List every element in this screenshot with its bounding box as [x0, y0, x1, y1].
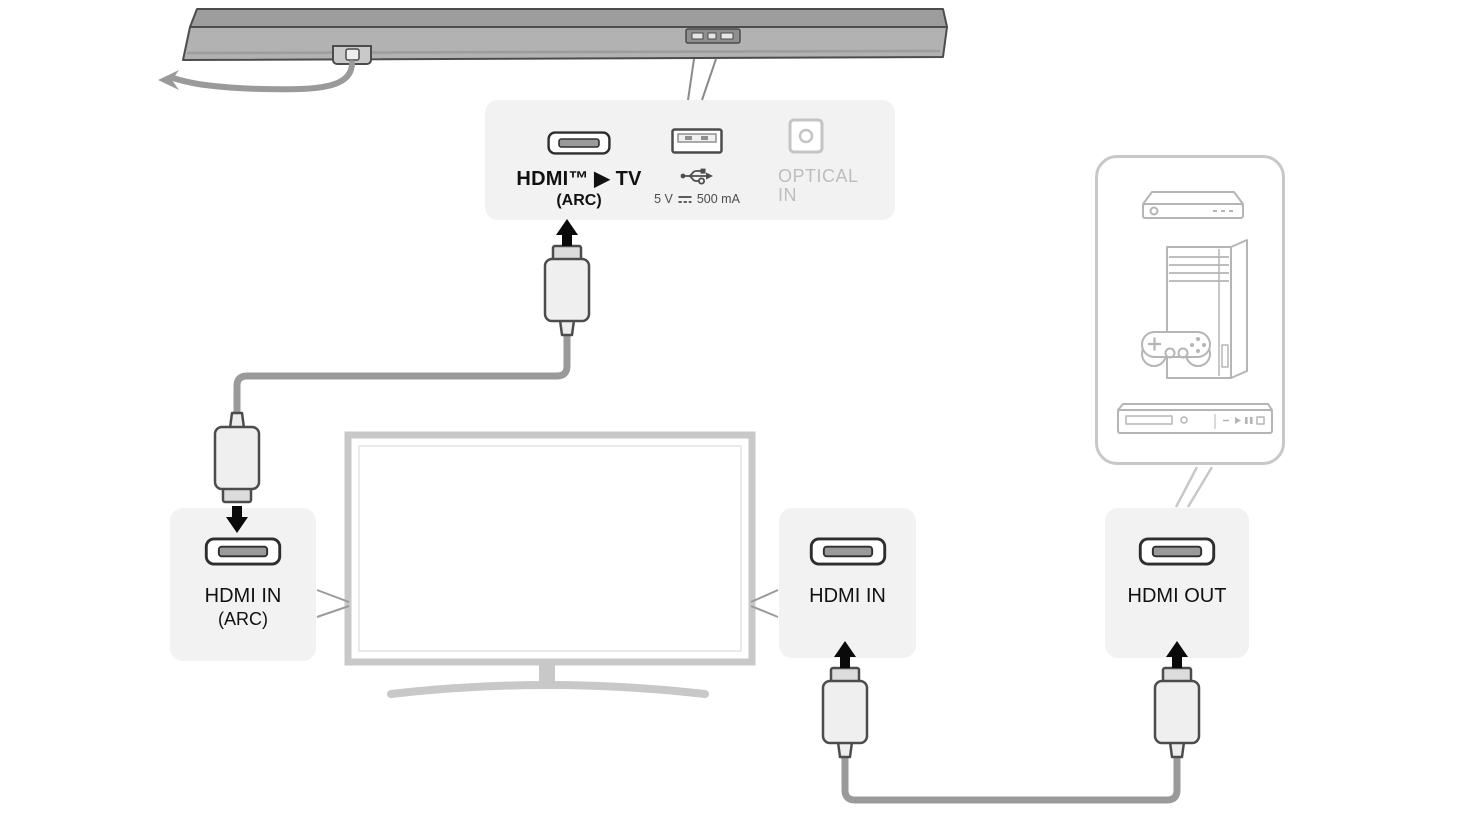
- set-top-box-icon: [1142, 191, 1244, 219]
- optical-label: OPTICAL IN: [778, 167, 882, 205]
- tv-hdmi-in-label: HDMI IN: [809, 585, 886, 607]
- hdmi-port-icon: [547, 131, 611, 155]
- tv-hdmi-in-box: HDMI IN: [779, 508, 916, 658]
- arc-box-callout: [316, 589, 350, 618]
- soundbar: [182, 8, 948, 65]
- tv-hdmi-in-arc-box: HDMI IN (ARC): [170, 508, 316, 661]
- device-hdmi-out-box: HDMI OUT: [1105, 508, 1249, 658]
- dc-symbol-icon: [678, 195, 692, 203]
- tv-stand-base: [387, 681, 709, 698]
- usb-port-group: 5 V 500 mA: [643, 100, 751, 220]
- in-box-callout: [750, 589, 779, 618]
- hdmi-cable-soundbar-to-tv: [233, 326, 571, 416]
- soundbar-ports-panel: HDMI™ ▶ TV (ARC): [485, 100, 895, 220]
- hdmi-cable-tv-to-device: [841, 750, 1181, 804]
- hdmi-plug-icon: [213, 411, 261, 504]
- gamepad-icon: [1141, 331, 1211, 367]
- power-cable-end: [158, 70, 179, 90]
- hdmi-arc-port-group: HDMI™ ▶ TV (ARC): [501, 100, 657, 220]
- hdmi-port-icon: [809, 537, 886, 566]
- optical-port-icon: [788, 118, 824, 154]
- hdmi-port-icon: [204, 537, 282, 566]
- arrow-up-icon: [556, 219, 578, 246]
- usb-power-rating: 5 V 500 mA: [643, 192, 751, 206]
- hdmi-plug-icon: [543, 244, 591, 337]
- power-cable: [158, 60, 355, 93]
- hdmi-plug-icon: [821, 666, 869, 759]
- usb-icon: [680, 168, 713, 185]
- device-hdmi-out-label: HDMI OUT: [1127, 585, 1227, 607]
- hdmi-plug-icon: [1153, 666, 1201, 759]
- optical-label-line2: IN: [778, 185, 797, 205]
- tv: [344, 431, 756, 698]
- panel-callout-lines: [687, 58, 717, 101]
- soundbar-rear-ports: [685, 28, 741, 44]
- soundbar-cord-tab: [332, 45, 372, 65]
- hdmi-tv-label: HDMI™ ▶ TV: [516, 168, 642, 190]
- source-devices-box: [1095, 155, 1285, 465]
- usb-power-voltage: 5 V: [654, 192, 673, 206]
- optical-port-group: OPTICAL IN: [778, 100, 882, 220]
- tv-hdmi-in-arc-label: HDMI IN: [204, 585, 282, 607]
- usb-port-icon: [671, 128, 723, 154]
- hdmi-port-icon: [1138, 537, 1216, 566]
- source-devices-illustration: [1117, 191, 1273, 434]
- device-box-callout: [1174, 466, 1214, 508]
- hdmi-arc-sublabel: (ARC): [556, 192, 602, 209]
- disc-player-icon: [1117, 403, 1273, 434]
- optical-label-line1: OPTICAL: [778, 166, 859, 186]
- usb-power-current: 500 mA: [696, 192, 740, 206]
- tv-hdmi-in-arc-sublabel: (ARC): [218, 609, 268, 629]
